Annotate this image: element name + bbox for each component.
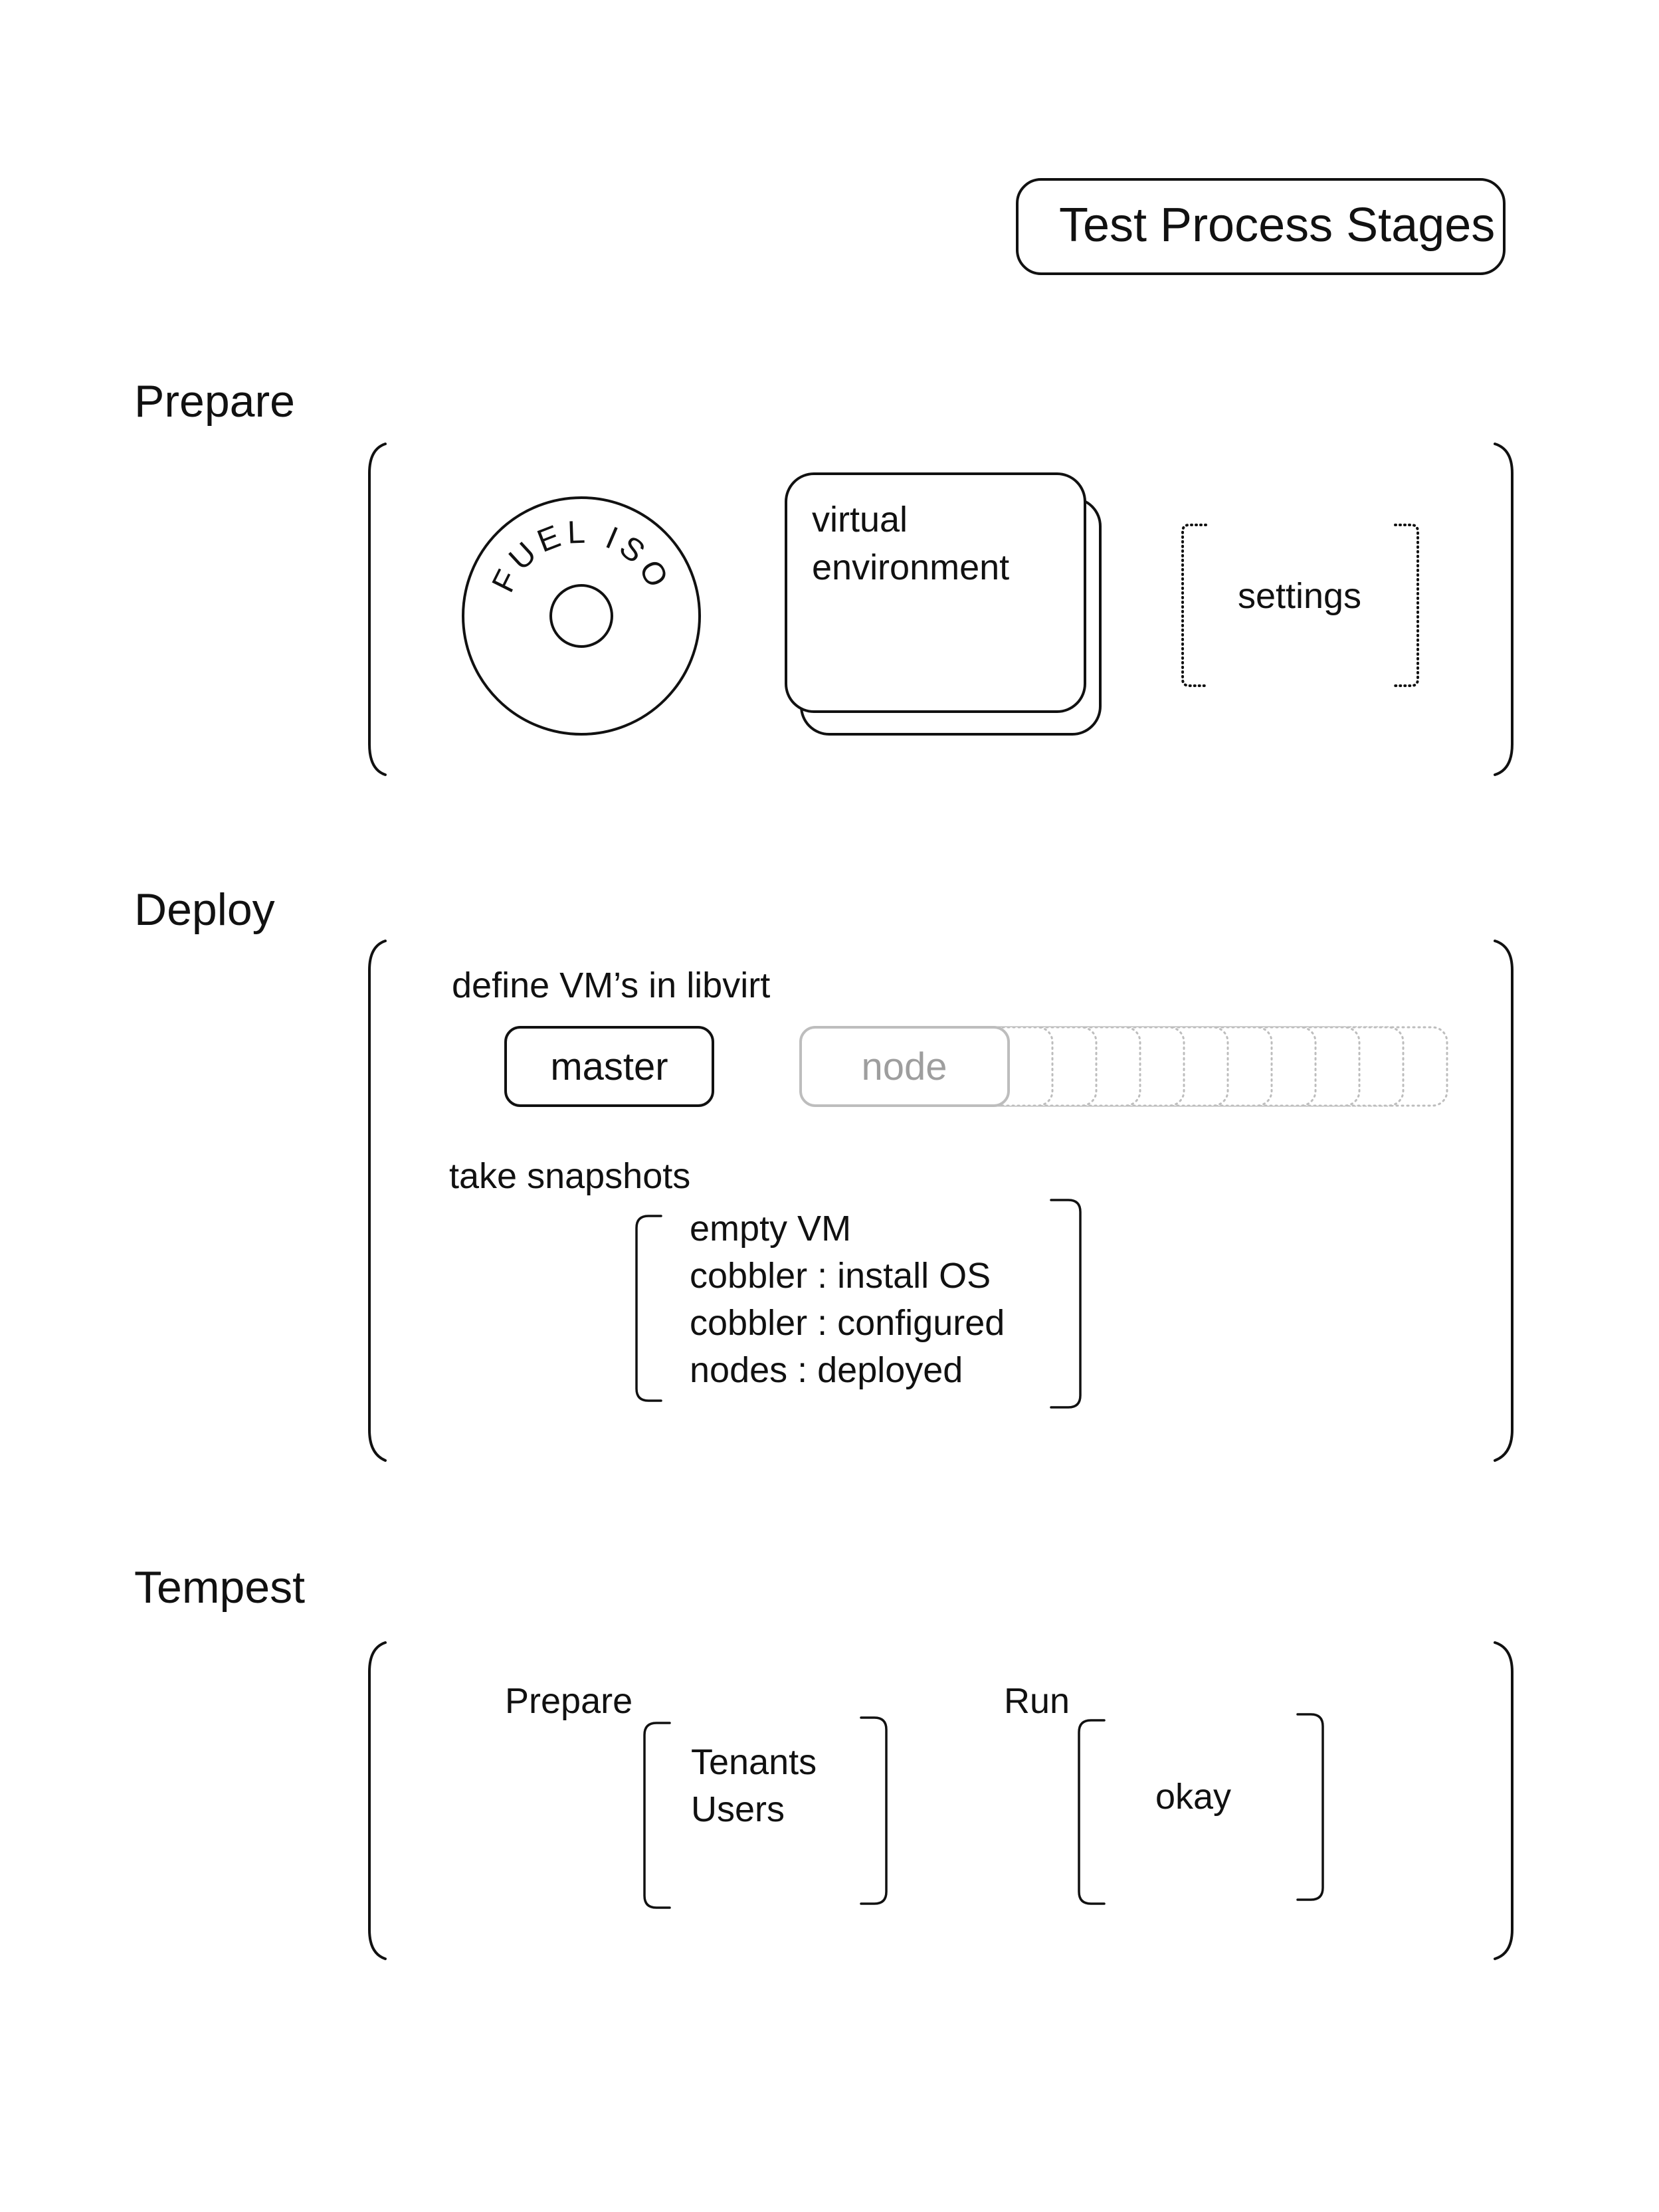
settings-right-bracket [1394, 524, 1419, 687]
stage-tempest-heading: Tempest [134, 1562, 305, 1613]
fuel-iso-disc: FUEL ISO [462, 496, 701, 736]
master-node-label: master [550, 1045, 668, 1088]
settings-label: settings [1238, 576, 1361, 616]
tempest-prepare-label: Prepare [505, 1681, 633, 1721]
stage-deploy: Deploy define VM’s in libvirt master nod… [134, 884, 1513, 1462]
tempest-prepare-item: Tenants [691, 1742, 817, 1782]
stage-deploy-left-bracket [368, 940, 387, 1462]
snapshots-right-bracket [1050, 1199, 1082, 1409]
master-node: master [504, 1026, 714, 1107]
virtual-environment-stack: virtual environment [785, 472, 1102, 736]
snapshots-left-bracket [635, 1215, 662, 1402]
define-vms-label: define VM’s in libvirt [452, 965, 770, 1005]
tempest-run-group: Run okay [1004, 1681, 1324, 1905]
vm-stack-label-line-2: environment [812, 548, 1009, 587]
tempest-run-item: okay [1155, 1777, 1231, 1817]
stage-prepare-heading: Prepare [134, 376, 295, 427]
tempest-run-right-bracket [1296, 1713, 1324, 1901]
disc-hole [549, 584, 613, 648]
stage-prepare-left-bracket [368, 443, 387, 776]
diagram-title-box: Test Process Stages [1016, 178, 1506, 275]
disc-outer-circle [462, 496, 701, 736]
snapshot-item: empty VM [690, 1209, 851, 1249]
node-frame [799, 1026, 1010, 1107]
title-frame [1016, 178, 1506, 275]
snapshots-group: empty VM cobbler : install OS cobbler : … [635, 1199, 1082, 1409]
stage-tempest-left-bracket [368, 1641, 387, 1960]
tempest-prepare-item: Users [691, 1789, 785, 1829]
stage-tempest: Tempest Prepare Tenants Users Run okay [134, 1562, 1513, 1960]
stage-tempest-right-bracket [1494, 1641, 1513, 1960]
stage-prepare-right-bracket [1494, 443, 1513, 776]
master-node-frame [504, 1026, 714, 1107]
take-snapshots-label: take snapshots [449, 1156, 690, 1196]
node-label: node [861, 1045, 947, 1088]
node-stack: node [799, 1026, 1448, 1107]
tempest-prepare-left-bracket [643, 1722, 671, 1909]
tempest-run-label: Run [1004, 1681, 1070, 1721]
tempest-prepare-right-bracket [860, 1716, 888, 1905]
vm-card-front [785, 472, 1086, 713]
tempest-run-left-bracket [1078, 1719, 1106, 1905]
stage-deploy-right-bracket [1494, 940, 1513, 1462]
snapshot-item: cobbler : configured [690, 1303, 1005, 1343]
vm-stack-label-line-1: virtual [812, 500, 908, 540]
snapshot-item: cobbler : install OS [690, 1256, 991, 1296]
stage-deploy-heading: Deploy [134, 884, 275, 935]
stage-prepare: Prepare FUEL ISO virtual environment set… [134, 376, 1513, 776]
settings-left-bracket [1181, 524, 1207, 687]
tempest-prepare-group: Prepare Tenants Users [505, 1681, 888, 1909]
diagram-title: Test Process Stages [1059, 199, 1495, 252]
settings-group: settings [1181, 524, 1419, 687]
snapshot-item: nodes : deployed [690, 1350, 963, 1390]
